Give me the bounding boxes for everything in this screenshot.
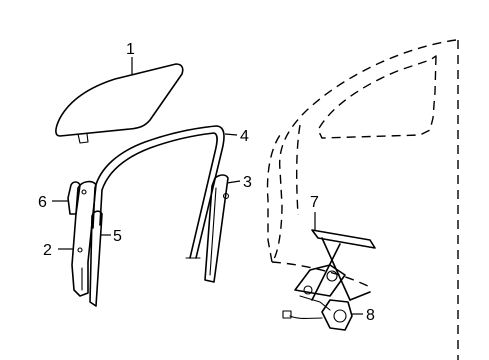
door-outline bbox=[266, 39, 459, 360]
door-glass bbox=[55, 63, 184, 144]
callout-8: 8 bbox=[366, 307, 375, 324]
callout-4: 4 bbox=[240, 128, 249, 145]
rear-channel bbox=[204, 174, 230, 283]
callout-6: 6 bbox=[38, 194, 47, 211]
callout-labels: 1 2 3 4 5 6 7 8 bbox=[38, 41, 375, 324]
callout-3: 3 bbox=[243, 174, 252, 191]
front-lower-channel bbox=[71, 180, 97, 297]
window-regulator bbox=[294, 229, 376, 311]
glass-run-channel bbox=[92, 125, 225, 259]
callout-7: 7 bbox=[310, 194, 319, 211]
regulator-motor bbox=[282, 299, 353, 331]
callout-1: 1 bbox=[126, 41, 135, 58]
leader-lines bbox=[52, 57, 363, 315]
callout-5: 5 bbox=[113, 228, 122, 245]
callout-2: 2 bbox=[43, 242, 52, 259]
sash-channel bbox=[89, 210, 103, 307]
